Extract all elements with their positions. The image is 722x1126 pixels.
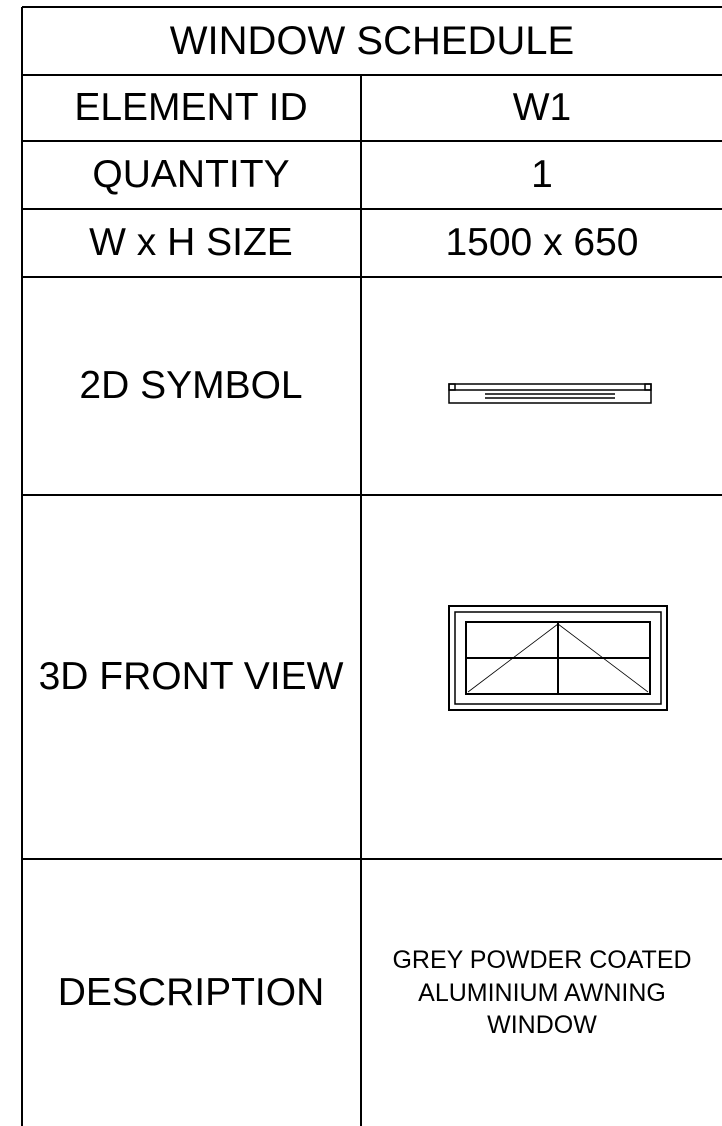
element-id-value: W1: [512, 86, 572, 129]
element-id-label: ELEMENT ID: [74, 86, 308, 129]
description-line: GREY POWDER COATED: [392, 946, 692, 975]
quantity-value: 1: [531, 153, 553, 196]
size-label: W x H SIZE: [89, 221, 293, 264]
quantity-label: QUANTITY: [92, 153, 290, 196]
schedule-title: WINDOW SCHEDULE: [169, 18, 575, 63]
size-value: 1500 x 650: [445, 221, 639, 264]
3d-front-view-label: 3D FRONT VIEW: [38, 654, 344, 698]
description-line: ALUMINIUM AWNING: [418, 978, 666, 1007]
description-line: WINDOW: [487, 1011, 597, 1040]
description-label: DESCRIPTION: [57, 971, 325, 1014]
description-text: GREY POWDER COATED ALUMINIUM AWNING WIND…: [362, 860, 722, 1126]
2d-symbol-label: 2D SYMBOL: [79, 364, 303, 407]
